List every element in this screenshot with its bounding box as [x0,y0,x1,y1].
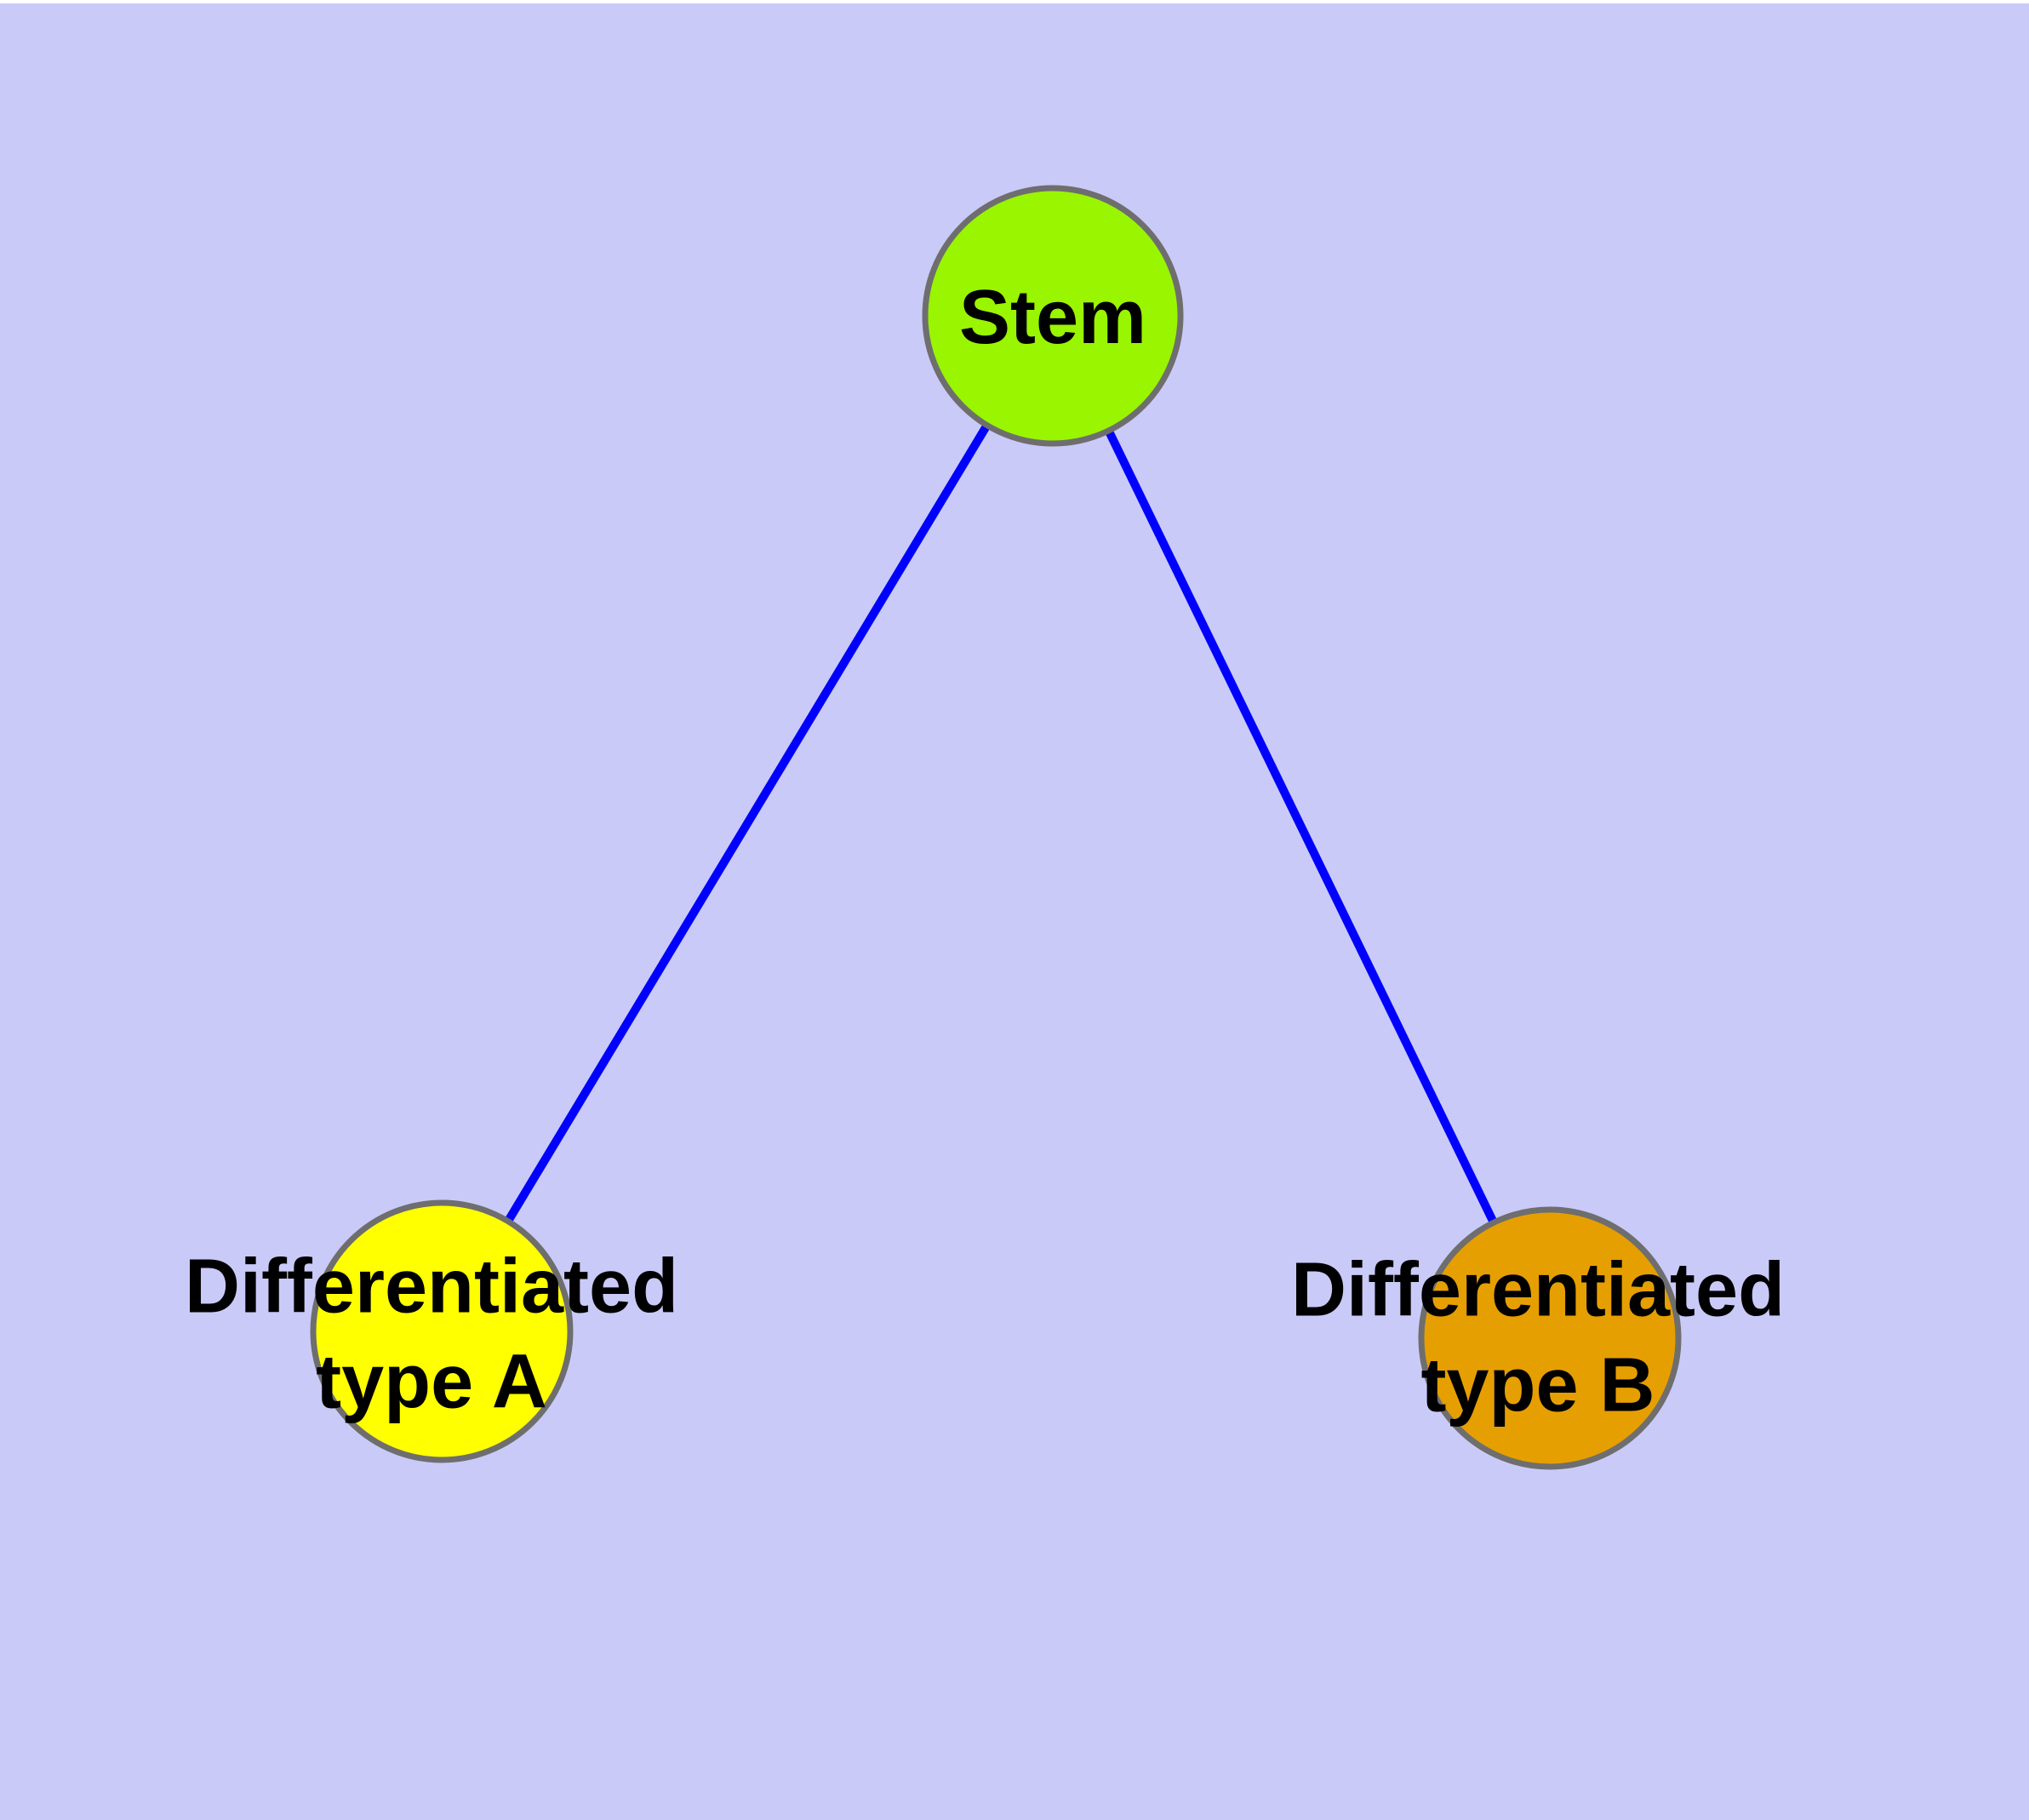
node-stem-circle[interactable] [922,185,1184,447]
edge-stem-to-type-a [437,313,1057,1334]
top-border-strip [0,0,2029,3]
node-differentiated-type-a-circle[interactable] [310,1199,574,1463]
edge-stem-to-type-b [1049,313,1554,1341]
node-differentiated-type-b-circle[interactable] [1418,1206,1682,1470]
